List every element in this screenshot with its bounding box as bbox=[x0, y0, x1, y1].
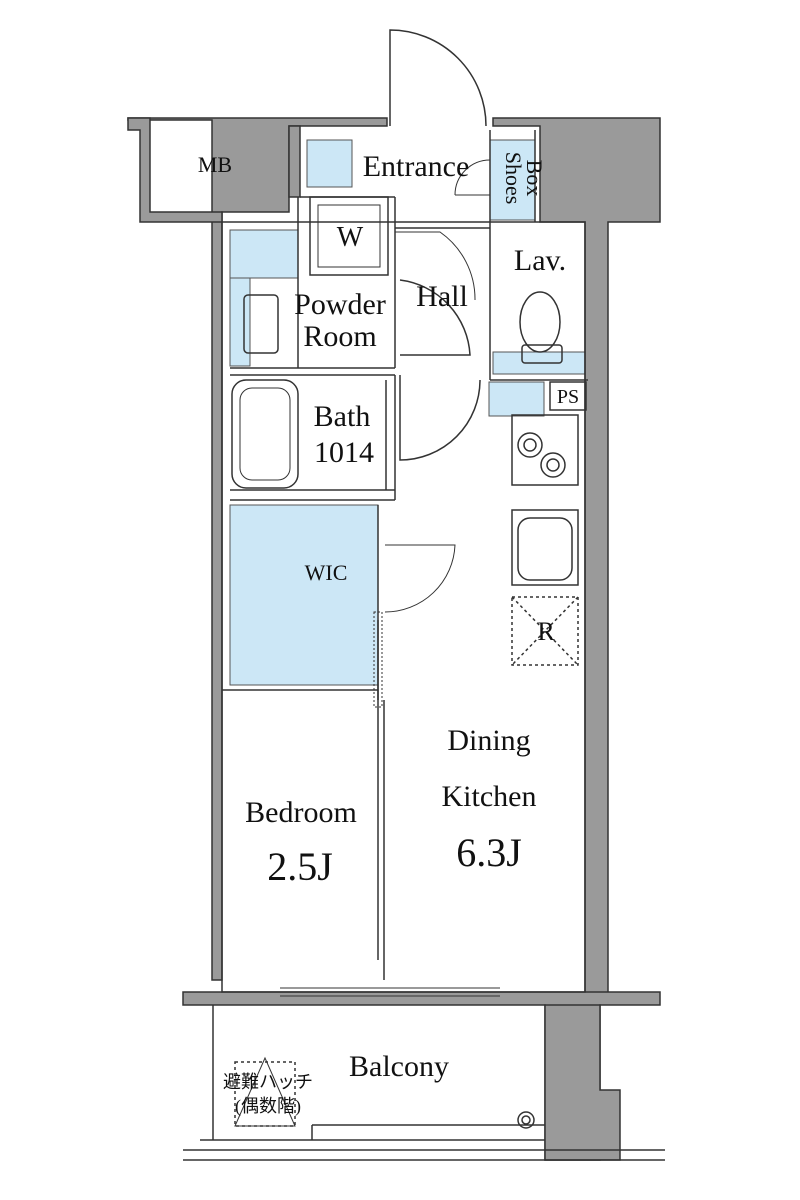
label-refrigerator: R bbox=[537, 617, 555, 646]
label-bath-size: 1014 bbox=[314, 436, 374, 469]
refrigerator-box bbox=[511, 596, 579, 666]
label-dk-size: 6.3J bbox=[456, 830, 522, 875]
label-wic: WIC bbox=[305, 560, 348, 585]
entrance-door bbox=[389, 29, 487, 127]
interior-lines bbox=[183, 130, 665, 1161]
ps-box bbox=[549, 381, 587, 411]
toilet-bowl bbox=[519, 291, 561, 353]
kitchen-upper-box bbox=[488, 381, 545, 417]
label-room: Room bbox=[303, 320, 376, 353]
label-hall: Hall bbox=[416, 280, 468, 313]
fixtures bbox=[231, 291, 566, 1129]
shoes-box-door bbox=[454, 159, 491, 196]
label-bedroom: Bedroom bbox=[245, 796, 357, 829]
evac-hatch bbox=[234, 1061, 296, 1127]
label-lav: Lav. bbox=[514, 244, 566, 277]
balcony-drain bbox=[517, 1111, 535, 1129]
powder-door bbox=[399, 279, 471, 356]
label-dining: Dining bbox=[447, 724, 530, 757]
label-bedroom-size: 2.5J bbox=[267, 844, 333, 889]
burner-2 bbox=[540, 452, 566, 478]
toilet-tank bbox=[521, 344, 563, 364]
label-balcony: Balcony bbox=[349, 1050, 449, 1083]
burner-1 bbox=[517, 432, 543, 458]
stove bbox=[511, 414, 579, 486]
entrance-storage bbox=[306, 139, 353, 188]
walls bbox=[127, 117, 661, 1161]
label-entrance: Entrance bbox=[363, 150, 470, 183]
label-shoes: Shoes bbox=[501, 152, 526, 205]
storage-zones bbox=[229, 139, 589, 686]
label-kitchen: Kitchen bbox=[442, 780, 537, 813]
bathtub bbox=[231, 379, 299, 489]
label-washer: W bbox=[337, 222, 364, 253]
shoes-box-zone bbox=[489, 139, 536, 221]
doors bbox=[384, 29, 491, 613]
wic-door bbox=[384, 544, 456, 613]
label-bath: Bath bbox=[314, 400, 371, 433]
label-mb: MB bbox=[198, 152, 232, 177]
label-ps: PS bbox=[557, 386, 579, 408]
washer-box bbox=[309, 196, 389, 276]
powder-shelf-top bbox=[229, 229, 299, 279]
wic-storage bbox=[229, 504, 379, 686]
label-powder: Powder bbox=[294, 288, 386, 321]
labels: MB Entrance Shoes Box W Lav. Hall Powder… bbox=[198, 150, 579, 1117]
powder-shelf-side bbox=[229, 277, 251, 367]
entrance-wall-left bbox=[288, 125, 301, 198]
label-box: Box bbox=[522, 160, 547, 197]
powder-sink bbox=[243, 294, 279, 354]
sink bbox=[511, 509, 579, 586]
bath-door bbox=[399, 375, 481, 461]
label-evac-floors: (偶数階) bbox=[235, 1096, 301, 1117]
unit-outline bbox=[221, 221, 586, 993]
label-evac-hatch: 避難ハッチ bbox=[223, 1072, 313, 1092]
hall-door bbox=[395, 231, 476, 301]
balcony-right-wall bbox=[544, 1004, 621, 1161]
